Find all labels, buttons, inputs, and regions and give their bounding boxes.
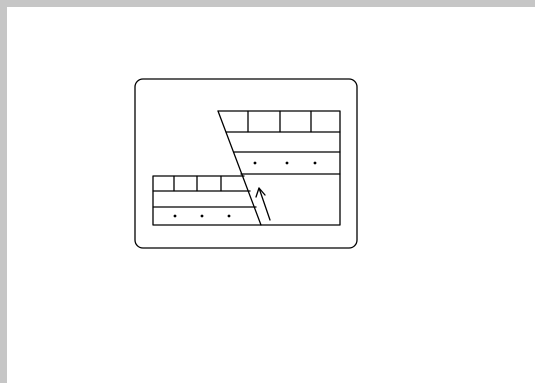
hanging-wall-dot	[286, 162, 289, 165]
page-caption	[0, 0, 535, 5]
fault-movement-arrow	[256, 188, 270, 220]
hanging-wall-block	[218, 111, 340, 225]
fault-diagram	[7, 7, 535, 383]
hanging-wall-dot	[314, 162, 317, 165]
diagram-frame	[135, 79, 357, 248]
footwall-dot	[174, 215, 177, 218]
footwall-dot	[201, 215, 204, 218]
fault-plane-line	[218, 111, 261, 225]
sandstone-dots	[174, 162, 317, 218]
drawing-canvas	[7, 7, 535, 383]
footwall-dot	[228, 215, 231, 218]
hanging-wall-dot	[254, 162, 257, 165]
arrow-shaft	[259, 188, 270, 220]
hanging-wall-outline	[218, 111, 340, 225]
